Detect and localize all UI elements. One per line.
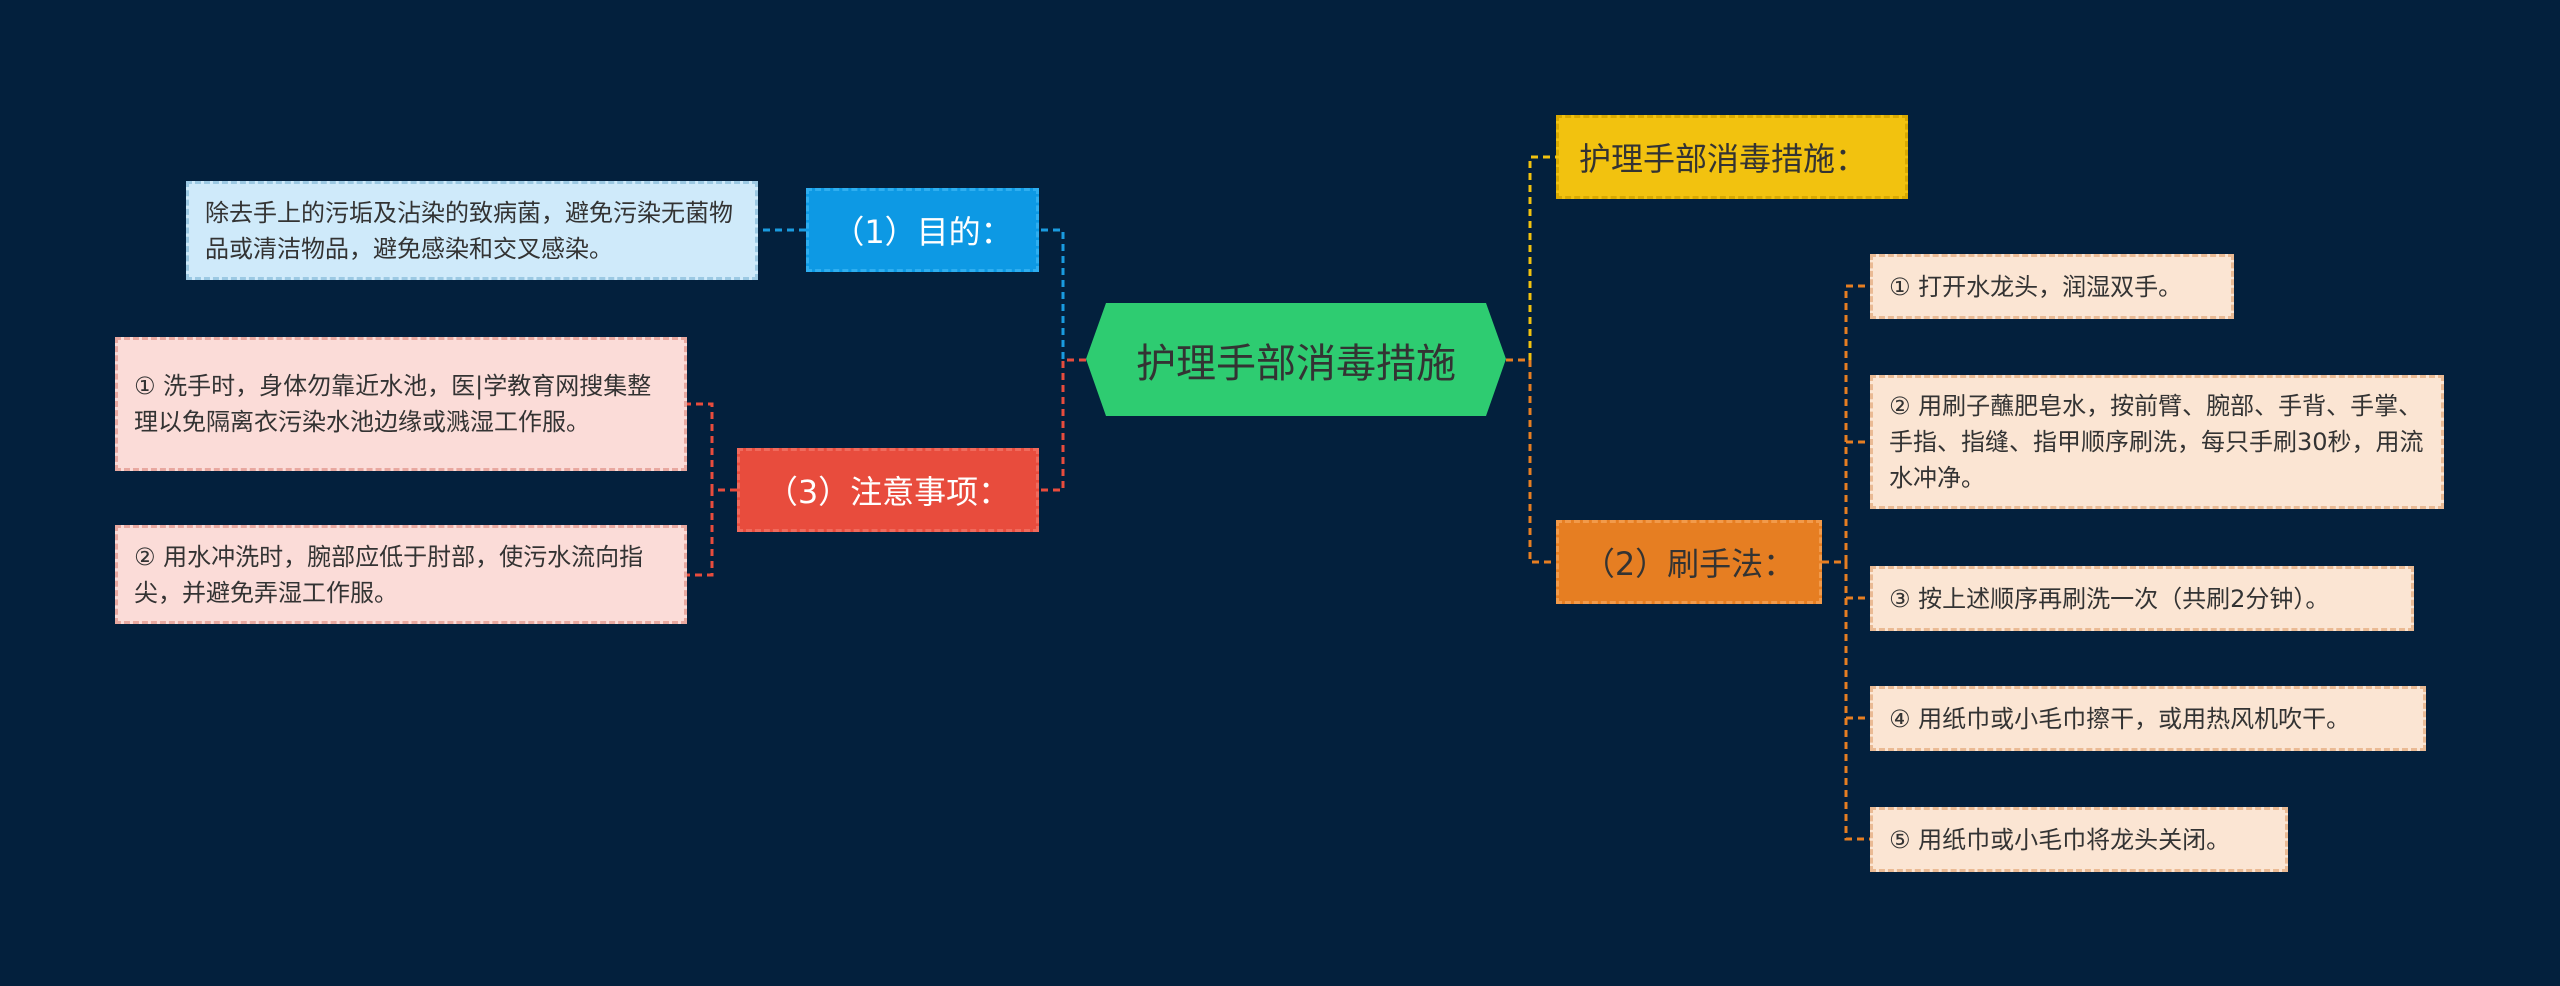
brushing-step-5-text: ⑤ 用纸巾或小毛巾将龙头关闭。 [1889, 825, 2231, 854]
purpose-text: 除去手上的污垢及沾染的致病菌，避免污染无菌物品或清洁物品，避免感染和交叉感染。 [205, 198, 733, 263]
brushing-step-2-node[interactable]: ② 用刷子蘸肥皂水，按前臂、腕部、手背、手掌、手指、指缝、指甲顺序刷洗，每只手刷… [1870, 375, 2444, 509]
title-label: 护理手部消毒措施： [1579, 140, 1868, 178]
brushing-node[interactable]: （2）刷手法： [1556, 520, 1822, 604]
purpose-node[interactable]: （1）目的： [806, 188, 1039, 272]
brushing-step-2-text: ② 用刷子蘸肥皂水，按前臂、腕部、手背、手掌、手指、指缝、指甲顺序刷洗，每只手刷… [1889, 392, 2424, 492]
caution-item-1-text: ① 洗手时，身体勿靠近水池，医|学教育网搜集整理以免隔离衣污染水池边缘或溅湿工作… [134, 372, 652, 436]
root-node[interactable]: 护理手部消毒措施 [1086, 303, 1506, 416]
brushing-step-1-node[interactable]: ① 打开水龙头，润湿双手。 [1870, 254, 2234, 319]
root-label: 护理手部消毒措施 [1136, 340, 1456, 387]
purpose-label: （1）目的： [832, 213, 1013, 251]
caution-label: （3）注意事项： [765, 473, 1011, 511]
caution-item-2-node[interactable]: ② 用水冲洗时，腕部应低于肘部，使污水流向指尖，并避免弄湿工作服。 [115, 525, 687, 624]
brushing-label: （2）刷手法： [1582, 545, 1796, 583]
brushing-step-1-text: ① 打开水龙头，润湿双手。 [1889, 272, 2183, 301]
brushing-step-3-node[interactable]: ③ 按上述顺序再刷洗一次（共刷2分钟）。 [1870, 566, 2414, 631]
root-hexagon-shape [1086, 303, 1506, 416]
brushing-step-4-text: ④ 用纸巾或小毛巾擦干，或用热风机吹干。 [1889, 704, 2351, 733]
caution-node[interactable]: （3）注意事项： [737, 448, 1039, 532]
brushing-step-4-node[interactable]: ④ 用纸巾或小毛巾擦干，或用热风机吹干。 [1870, 686, 2426, 751]
caution-item-1-node[interactable]: ① 洗手时，身体勿靠近水池，医|学教育网搜集整理以免隔离衣污染水池边缘或溅湿工作… [115, 337, 687, 471]
title-node[interactable]: 护理手部消毒措施： [1556, 115, 1908, 199]
brushing-step-3-text: ③ 按上述顺序再刷洗一次（共刷2分钟）。 [1889, 584, 2330, 613]
purpose-text-node[interactable]: 除去手上的污垢及沾染的致病菌，避免污染无菌物品或清洁物品，避免感染和交叉感染。 [186, 181, 758, 280]
brushing-step-5-node[interactable]: ⑤ 用纸巾或小毛巾将龙头关闭。 [1870, 807, 2288, 872]
caution-item-2-text: ② 用水冲洗时，腕部应低于肘部，使污水流向指尖，并避免弄湿工作服。 [134, 542, 644, 607]
